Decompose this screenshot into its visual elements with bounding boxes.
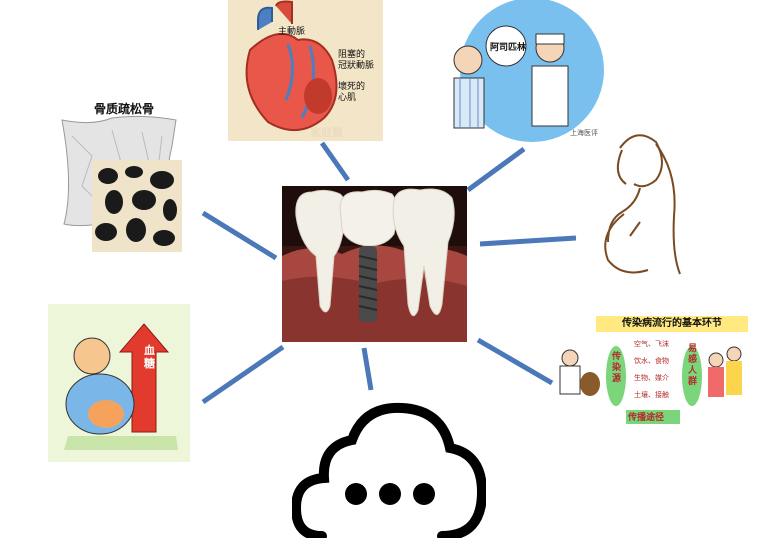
spoke-osteoporosis (201, 210, 278, 261)
infection-item: 生物、媒介 (634, 374, 669, 382)
tooth-implant-image (282, 186, 467, 342)
infection-title: 传染病流行的基本环节 (596, 316, 748, 332)
pregnancy-panel (578, 124, 690, 286)
spoke-pregnancy (479, 235, 577, 247)
doctor-panel: 阿司匹林 上海医评 (424, 0, 604, 145)
infection-susceptible: 易感人群 (688, 344, 698, 387)
heart-panel: 主動脈 阻塞的冠狀動脈 壞死的心肌 家庭醫 (228, 0, 383, 141)
spoke-infection (476, 337, 554, 386)
heart-watermark: 家庭醫 (310, 126, 343, 139)
diabetes-panel: 血糖 (48, 304, 190, 462)
doctor-credit: 上海医评 (570, 129, 598, 137)
infection-item: 饮水、食物 (634, 357, 669, 365)
infection-panel: 传染病流行的基本环节 传染源 易感人群 传播途径 空气、飞沫 饮水、食物 生物、… (556, 314, 751, 424)
osteoporosis-panel: 骨质疏松骨 (52, 96, 187, 258)
heart-label-aorta: 主動脈 (278, 27, 306, 37)
spoke-diabetes (201, 344, 285, 405)
spoke-heart (319, 141, 351, 182)
cloud-more-icon (292, 398, 486, 538)
spoke-doctor (466, 146, 526, 193)
infection-item: 空气、飞沫 (634, 340, 669, 348)
infection-item: 土壤、接触 (634, 391, 669, 399)
infection-source: 传染源 (612, 352, 622, 384)
osteoporosis-title: 骨质疏松骨 (94, 102, 155, 116)
infection-route: 传播途径 (628, 413, 665, 423)
diabetes-sign: 血糖 (144, 344, 155, 370)
doctor-sign: 阿司匹林 (490, 43, 527, 53)
infection-items: 空气、飞沫 饮水、食物 生物、媒介 土壤、接触 (634, 336, 669, 404)
heart-label-blocked: 阻塞的冠狀動脈 (338, 50, 375, 71)
spoke-more (361, 347, 374, 391)
heart-label-necrotic: 壞死的心肌 (338, 82, 366, 103)
